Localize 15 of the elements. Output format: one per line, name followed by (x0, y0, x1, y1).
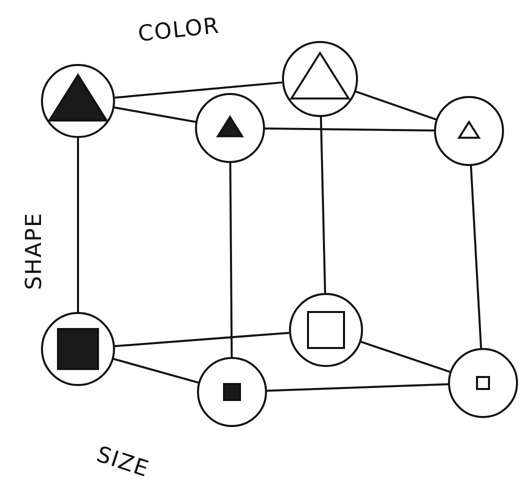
cube-edge-line (113, 358, 199, 384)
cube-edge-line (114, 332, 290, 348)
cube-edge-line (360, 340, 450, 373)
axis-label: SHAPE (22, 212, 47, 290)
cube-edge-line (320, 116, 326, 294)
cube-edge-line (356, 90, 436, 120)
cube-edge-line (114, 81, 282, 99)
cube-edge-line (264, 127, 434, 132)
cube-edge-line (114, 106, 196, 123)
cube-edge-line (470, 166, 482, 348)
axis-label: COLOR (136, 14, 221, 48)
cube-edge-line (77, 138, 79, 312)
axis-label: SIZE (93, 442, 152, 483)
cube-edge-line (266, 383, 448, 392)
cube-edge-line (229, 163, 233, 357)
